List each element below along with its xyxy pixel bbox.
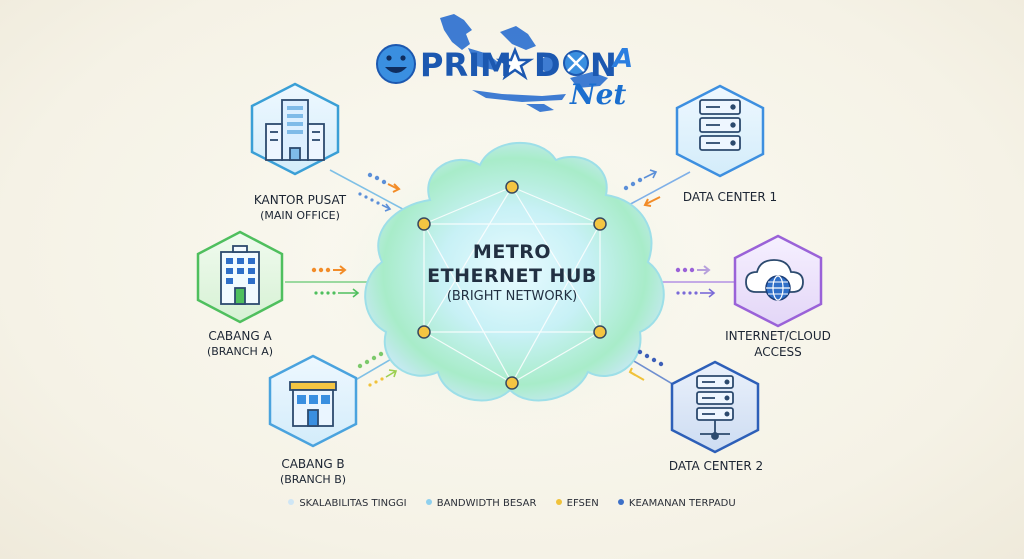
hub-title-line1: METRO: [472, 241, 552, 263]
metro-ethernet-hub: [364, 141, 665, 402]
label-kantor-pusat: KANTOR PUSAT (MAIN OFFICE): [230, 192, 370, 224]
label-data-center-2-line1: DATA CENTER 2: [668, 459, 764, 473]
legend-dot-icon: [617, 499, 624, 505]
traffic-arrows: [311, 169, 716, 387]
hub-mesh: [423, 186, 601, 384]
label-cabang-b-line1: CABANG B: [281, 457, 345, 471]
label-data-center-2: DATA CENTER 2: [646, 458, 786, 474]
logo-word-a: A: [613, 44, 634, 74]
legend-label-keamanan: KEAMANAN TERPADU: [628, 498, 736, 509]
hub-label: METRO ETHERNET HUB (BRIGHT NETWORK): [412, 240, 612, 306]
node-kantor-pusat: [250, 82, 340, 176]
star-logo-icon: [495, 46, 535, 81]
label-cabang-a: CABANG A (BRANCH A): [170, 328, 310, 360]
legend-item-keamanan: KEAMANAN TERPADU: [617, 498, 736, 509]
legend-dot-icon: [555, 499, 562, 505]
node-cabang-b: [268, 354, 358, 448]
legend-dot-icon: [425, 499, 432, 505]
indonesia-map-icon: [440, 14, 608, 112]
building-icon: [220, 245, 260, 305]
legend-item-efsen: EFSEN: [555, 498, 599, 509]
label-cabang-b-line2: (BRANCH B): [279, 473, 347, 486]
compass-logo-icon: [563, 50, 589, 76]
label-data-center-1-line1: DATA CENTER 1: [682, 190, 778, 204]
server-icon: [699, 99, 741, 151]
node-data-center-2: [670, 360, 760, 454]
hub-title-line2: ETHERNET HUB: [427, 265, 597, 287]
label-cabang-a-line1: CABANG A: [208, 329, 272, 343]
label-kantor-pusat-line1: KANTOR PUSAT: [253, 193, 347, 207]
label-internet-cloud-line2: ACCESS: [754, 345, 802, 359]
hub-subtitle: (BRIGHT NETWORK): [446, 289, 578, 304]
legend-dot-icon: [288, 499, 295, 505]
label-kantor-pusat-line2: (MAIN OFFICE): [260, 209, 340, 222]
legend-item-skalabilitas: SKALABILITAS TINGGI: [288, 498, 407, 509]
shop-icon: [289, 381, 337, 427]
logo-word-prim: PRIM: [420, 46, 512, 84]
cloud-globe-icon: [745, 259, 804, 301]
label-internet-cloud-line1: INTERNET/CLOUD: [725, 329, 831, 343]
hub-nodes: [417, 180, 607, 390]
label-internet-cloud: INTERNET/CLOUD ACCESS: [708, 328, 848, 360]
label-cabang-b: CABANG B (BRANCH B): [243, 456, 383, 488]
legend: SKALABILITAS TINGGI BANDWIDTH BESAR EFSE…: [0, 498, 1024, 509]
legend-label-bandwidth: BANDWIDTH BESAR: [436, 498, 537, 509]
label-cabang-a-line2: (BRANCH A): [206, 345, 274, 358]
node-internet-cloud: [733, 234, 823, 328]
smiley-logo-icon: [376, 44, 416, 84]
node-cabang-a: [196, 230, 284, 324]
legend-item-bandwidth: BANDWIDTH BESAR: [425, 498, 537, 509]
server-network-icon: [696, 375, 734, 440]
legend-label-skalabilitas: SKALABILITAS TINGGI: [299, 498, 407, 509]
legend-label-efsen: EFSEN: [566, 498, 599, 509]
node-data-center-1: [675, 84, 765, 178]
office-building-icon: [265, 99, 325, 161]
label-data-center-1: DATA CENTER 1: [660, 189, 800, 205]
logo-word-d: D: [534, 46, 561, 84]
logo-word-n: N: [590, 46, 617, 84]
logo-net: Net: [570, 78, 627, 111]
